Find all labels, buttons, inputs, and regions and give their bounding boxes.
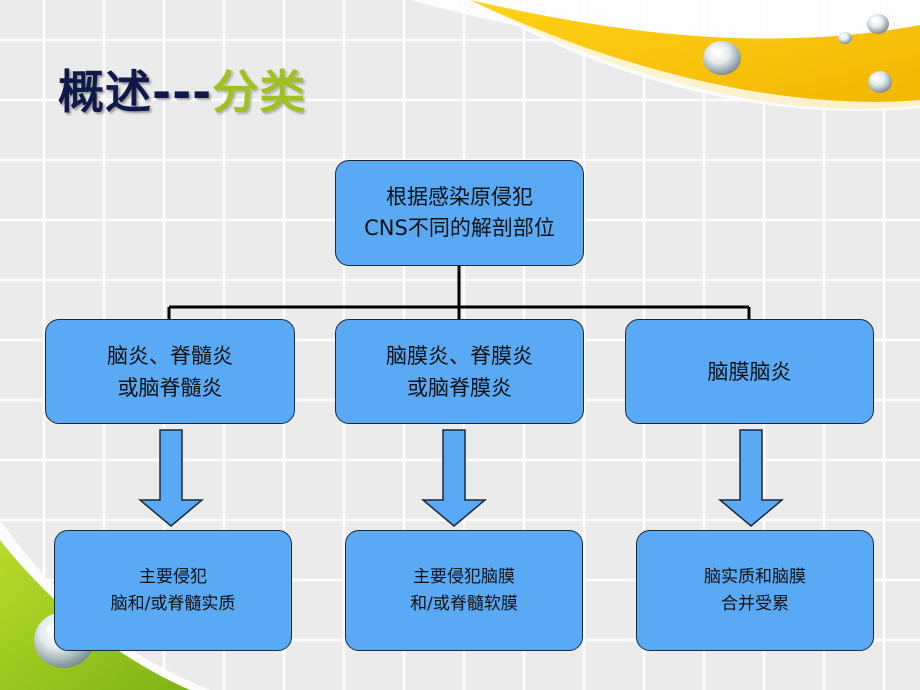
root-node: 根据感染原侵犯 CNS不同的解剖部位 — [335, 160, 584, 266]
down-arrow-icon — [420, 429, 488, 527]
description-1-line-2: 脑和/或脊髓实质 — [110, 593, 236, 614]
category-2-line-1: 脑膜炎、脊膜炎 — [386, 343, 533, 368]
down-arrow-icon — [717, 429, 785, 527]
category-2-line-2: 或脑脊膜炎 — [407, 375, 512, 400]
description-node-1: 主要侵犯 脑和/或脊髓实质 — [54, 530, 292, 651]
water-drop-icon — [867, 14, 889, 34]
down-arrow-icon — [137, 429, 205, 527]
root-line-2: CNS不同的解剖部位 — [364, 216, 555, 240]
swoosh-top-yellow — [470, 0, 920, 109]
root-line-1: 根据感染原侵犯 — [386, 185, 533, 209]
category-node-2: 脑膜炎、脊膜炎 或脑脊膜炎 — [335, 319, 584, 424]
water-drop-icon — [703, 41, 741, 75]
description-3-line-2: 合并受累 — [721, 593, 789, 614]
page-title: 概述---分类 — [58, 56, 306, 122]
description-node-2: 主要侵犯脑膜 和/或脊髓软膜 — [345, 530, 583, 651]
category-node-1: 脑炎、脊髓炎 或脑脊髓炎 — [45, 319, 295, 424]
description-node-3: 脑实质和脑膜 合并受累 — [636, 530, 874, 651]
category-1-line-1: 脑炎、脊髓炎 — [107, 343, 233, 368]
swoosh-top — [410, 0, 920, 51]
title-main: 概述 — [58, 65, 152, 119]
title-sub: 分类 — [212, 65, 307, 119]
title-dash: --- — [152, 65, 213, 119]
category-node-3: 脑膜脑炎 — [625, 319, 874, 424]
category-1-line-2: 或脑脊髓炎 — [117, 375, 223, 400]
description-1-line-1: 主要侵犯 — [139, 566, 207, 587]
description-2-line-2: 和/或脊髓软膜 — [410, 593, 518, 614]
water-drop-icon — [838, 32, 852, 44]
water-drop-icon — [868, 71, 892, 93]
tree-connector — [167, 265, 751, 320]
description-3-line-1: 脑实质和脑膜 — [704, 566, 806, 587]
category-3-line-1: 脑膜脑炎 — [707, 359, 792, 384]
description-2-line-1: 主要侵犯脑膜 — [413, 566, 515, 587]
